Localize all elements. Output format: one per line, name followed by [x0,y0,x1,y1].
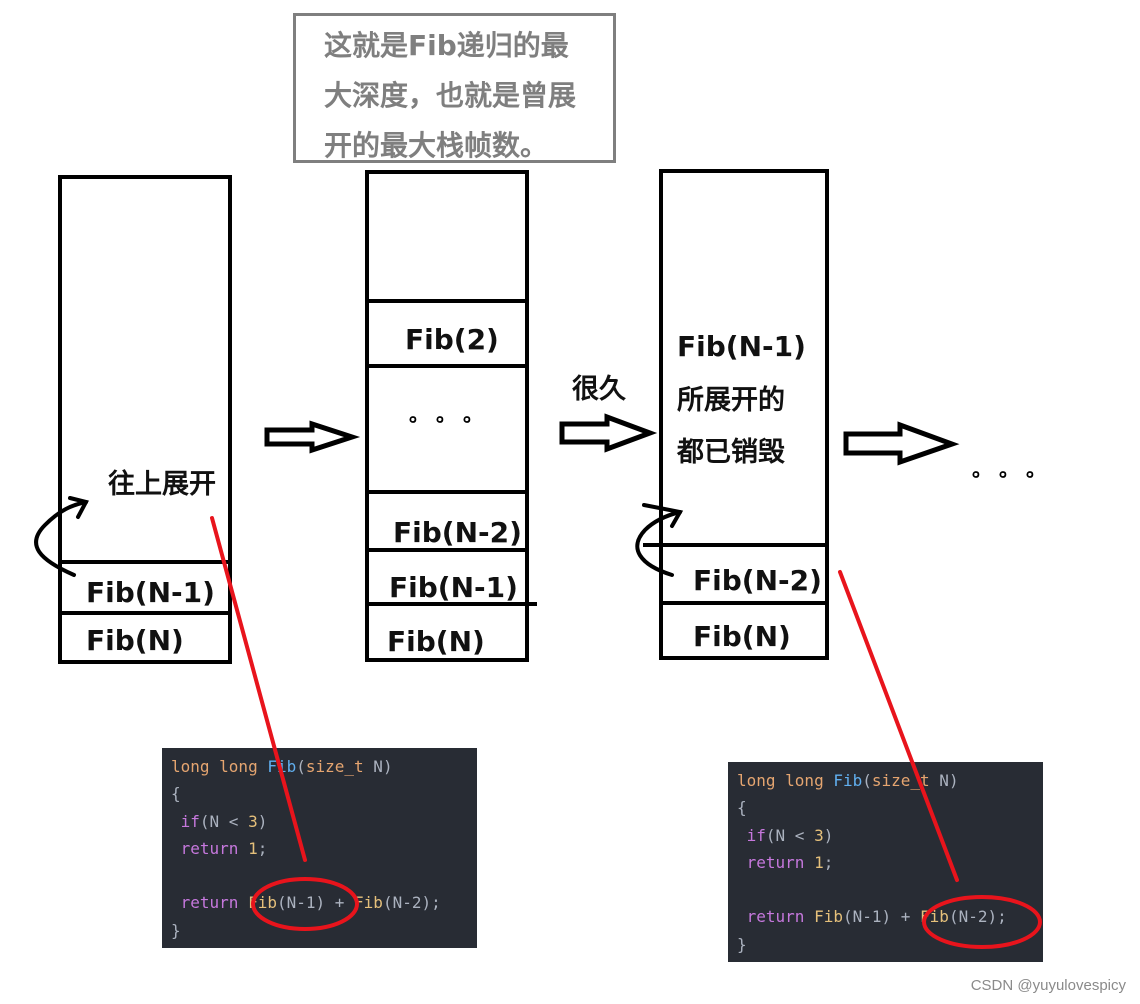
code-token: N) [929,771,959,790]
code-token [737,880,747,899]
note-line-1: 这就是Fib递归的最 [324,29,569,62]
destroyed-note-line-1: Fib(N-1) [677,330,806,363]
stack-frame-divider [365,602,537,606]
code-lines: long long Fib(size_t N){ if(N < 3) retur… [737,767,1043,958]
depth-note-box: 这就是Fib递归的最 大深度，也就是曾展 开的最大栈帧数。 [293,13,616,163]
code-token: ( [862,771,872,790]
code-line: { [171,780,477,807]
code-token: 3 [814,825,824,845]
code-token: long long [171,757,268,776]
destroyed-note-line-2: 所展开的 [677,385,785,416]
right-arrow-1 [264,420,361,454]
stack-frame-divider [58,560,232,564]
stack-frame-fib-2: Fib(2) [405,323,499,356]
destroyed-note-line-3: 都已销毁 [677,437,785,468]
code-line: if(N < 3) [737,822,1043,849]
code-token: { [737,798,747,818]
code-token: return [171,893,249,913]
code-token: (N-2); [382,893,441,913]
code-token: 3 [248,811,258,831]
code-line: return 1; [171,835,477,862]
long-time-label: 很久 [572,374,626,405]
code-line: long long Fib(size_t N) [171,753,477,780]
expand-up-label: 往上展开 [108,469,216,500]
code-line: long long Fib(size_t N) [737,767,1043,794]
code-block-right: long long Fib(size_t N){ if(N < 3) retur… [728,762,1043,962]
code-token: ) [823,825,834,845]
code-token: if [171,811,200,831]
code-token: (N-2); [948,907,1007,927]
stack-frame-divider [643,543,829,547]
stack-frame-divider [365,548,529,552]
code-line: return 1; [737,849,1043,876]
code-token [171,866,181,885]
code-line: } [171,917,477,944]
stack-frame-divider [58,611,232,615]
code-token: Fib [920,907,949,927]
code-block-left: long long Fib(size_t N){ if(N < 3) retur… [162,748,477,948]
stack-frame-divider [365,364,529,368]
code-token: if [737,825,766,845]
code-token: } [737,934,747,954]
stack-frame-fib-n: Fib(N) [387,625,485,658]
code-line: return Fib(N-1) + Fib(N-2); [737,903,1043,930]
code-token: size_t [305,757,364,776]
code-line: return Fib(N-1) + Fib(N-2); [171,889,477,916]
code-token: ( [296,757,306,776]
code-token: Fib [814,907,843,927]
right-arrow-3 [843,421,960,466]
code-token: Fib [354,893,383,913]
code-token: 1 [248,838,258,858]
stack-frame-fib-n: Fib(N) [693,620,791,653]
stack-frame-fib-n-1: Fib(N-1) [389,571,518,604]
note-line-2: 大深度，也就是曾展 [324,79,577,112]
stack-frame-fib-n-2: Fib(N-2) [693,564,822,597]
code-token: (N-1) + [842,907,921,927]
code-line [737,876,1043,903]
code-token: Fib [248,893,277,913]
code-token: Fib [267,757,297,776]
watermark: CSDN @yuyulovespicy [970,977,1126,994]
stack-frame-fib-n: Fib(N) [86,624,184,657]
code-token: { [171,784,181,804]
stack-frame-divider [365,490,529,494]
code-line: { [737,794,1043,821]
code-token: return [737,907,815,927]
stack-frame-divider [365,299,529,303]
ellipsis-dots: 。。。 [409,402,500,426]
code-line [171,862,477,889]
code-token: ; [823,852,834,872]
code-token: return [737,852,815,872]
trailing-ellipsis: 。。。 [972,457,1063,481]
stack-frame-fib-n-1: Fib(N-1) [86,576,215,609]
right-arrow-2 [559,413,658,453]
code-token: N) [363,757,393,776]
code-lines: long long Fib(size_t N){ if(N < 3) retur… [171,753,477,944]
code-line: if(N < 3) [171,808,477,835]
code-token: (N-1) + [276,893,355,913]
stack-frame-divider [659,601,829,605]
code-token: size_t [871,771,930,790]
code-token: Fib [833,771,863,790]
code-token: 1 [814,852,824,872]
code-token: ; [257,838,268,858]
code-line: } [737,931,1043,958]
code-token: return [171,838,249,858]
code-token: ) [257,811,268,831]
stack-2: Fib(2) 。。。 Fib(N-2) Fib(N-1) Fib(N) [365,170,537,662]
stack-1: 往上展开 Fib(N-1) Fib(N) [58,175,232,664]
code-token: long long [737,771,834,790]
code-token: (N < [199,811,249,831]
note-line-3: 开的最大栈帧数。 [324,129,549,162]
code-token: } [171,920,181,940]
stack-3: Fib(N-1) 所展开的 都已销毁 Fib(N-2) Fib(N) [643,169,829,660]
stack-frame-fib-n-2: Fib(N-2) [393,516,522,549]
code-token: (N < [765,825,815,845]
